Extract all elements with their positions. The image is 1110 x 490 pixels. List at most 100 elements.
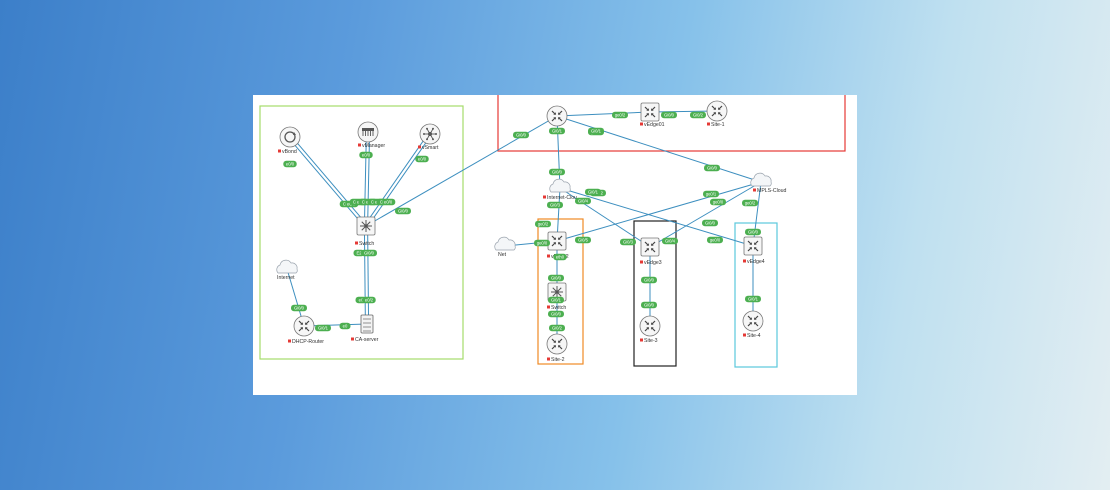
interface-label: C e0/0 [343,202,356,207]
node-site1[interactable]: Site-1 [706,100,728,128]
interface-badge[interactable]: Gi0/1 [548,296,564,304]
node-label: Site-4 [747,333,761,339]
status-indicator [278,149,281,153]
interface-badge[interactable]: Gi0/0 [291,304,307,312]
interface-badge[interactable]: Gi0/0 [641,301,657,309]
link-inetcloud-vedge4[interactable] [559,187,754,247]
interface-label: ge0/2 [538,222,549,227]
vmanager-icon [357,121,379,143]
link-dhcp-ca[interactable] [303,323,368,327]
interface-badge[interactable]: ge0/0 [707,236,723,244]
interface-badge[interactable]: ge0/1 [703,190,719,198]
interface-label: eth0 [556,255,565,260]
interface-label: Gi0/1 [591,129,602,134]
interface-label: Gi0/0 [294,306,305,311]
status-indicator [743,333,746,337]
node-vedge01[interactable]: vEdge01 [640,102,665,128]
link-inetcloud-vedge3[interactable] [559,187,651,248]
link-mpls-vedge2[interactable] [556,181,762,242]
interface-label: Gi0/0 [748,230,759,235]
link-mpls-vedge4[interactable] [752,181,762,247]
interface-badge[interactable]: ge0/2 [535,220,551,228]
node-internet[interactable]: Internet [276,259,298,281]
interface-badge[interactable]: Gi0/1 [745,295,761,303]
interface-badge[interactable]: Gi0/5 [575,236,591,244]
interface-badge[interactable]: Gi0/0 [395,207,411,215]
interface-badge[interactable]: Gi0/0 [361,249,377,257]
node-switch1[interactable]: Switch [355,216,376,247]
node-vbond[interactable]: vBond [278,126,301,155]
link-switch1-ca[interactable] [367,225,370,324]
node-site4[interactable]: Site-4 [742,310,764,339]
status-indicator [351,337,354,341]
link-hq-inetcloud[interactable] [556,115,561,189]
interface-badge[interactable]: Gi0/3 [547,201,563,209]
link-switch1-ca[interactable] [363,226,366,325]
interface-badge[interactable]: Gi0/1 [315,324,331,332]
node-net[interactable]: Net [494,236,516,258]
interface-badge[interactable]: Gi0/0 [745,228,761,236]
node-vsmart[interactable]: vSmart [418,123,441,151]
node-inetcloud[interactable]: Internet-Clou [543,178,577,201]
interface-badge[interactable]: ge0/2 [612,111,628,119]
link-vmanager-switch1[interactable] [367,132,371,227]
link-vmanager-switch1[interactable] [363,131,367,226]
interface-badge[interactable]: Gi0/0 [641,276,657,284]
link-vbond-switch1[interactable] [290,135,368,226]
link-vedge01-site1[interactable] [649,110,718,113]
interface-badge[interactable]: Gi0/1 [588,127,604,135]
interface-badge[interactable]: Gi0/2 [549,324,565,332]
node-switch2[interactable]: Switch [547,282,567,311]
interface-badge[interactable]: Gi0/4 [662,237,678,245]
node-vedge4[interactable]: vEdge4 [743,236,765,265]
interface-badge[interactable]: C e0/0 [376,198,396,206]
server-icon [360,314,374,334]
interface-badge[interactable]: ge0/2 [742,199,758,207]
node-label: Internet [277,275,295,281]
link-hq-vedge01[interactable] [556,111,651,117]
interface-badge[interactable]: Gi0/0 [513,131,529,139]
interface-badge[interactable]: ge0/0 [534,239,550,247]
interface-badge[interactable]: Gi0/0 [549,168,565,176]
link-vbond-switch1[interactable] [288,137,366,228]
node-label: MPLS-Cloud [757,188,787,194]
node-vedge3[interactable]: vEdge3 [640,237,662,266]
interface-badge[interactable]: Gi0/0 [702,219,718,227]
interface-badge[interactable]: e0/0 [283,160,297,168]
router-icon [706,100,728,122]
interface-badge[interactable]: e0 [339,322,351,330]
interface-badge[interactable]: Gi0/2 [690,111,706,119]
interface-badge[interactable]: e0/2 [362,296,376,304]
interface-badge[interactable]: Gi0/0 [548,274,564,282]
node-site3[interactable]: Site-3 [639,315,661,344]
node-site2[interactable]: Site-2 [546,333,568,363]
interface-badge[interactable]: Gi0/0 [661,111,677,119]
interfaces-layer: e0/0e0/0e0/0C e0/0C e0/0C e0/0C e0/0C e0… [283,111,761,332]
interface-label: e0/0 [418,157,427,162]
interface-label: Gi0/5 [578,238,589,243]
interface-badge[interactable]: e0/0 [415,155,429,163]
node-dhcp[interactable]: DHCP-Router [288,315,324,345]
status-indicator [543,195,546,199]
link-vsmart-switch1[interactable] [366,134,432,228]
link-hq-mpls[interactable] [556,115,762,183]
interface-badge[interactable]: Gi0/1 [549,127,565,135]
site3-group-box [633,220,677,367]
status-indicator [640,122,643,126]
node-vmanager[interactable]: vManager [357,121,385,149]
interface-badge[interactable]: eth0 [553,253,567,261]
interface-badge[interactable]: Gi0/0 [548,310,564,318]
interface-badge[interactable]: Gi0/1 [585,188,601,196]
interface-label: e0/0 [362,153,371,158]
interface-label: Gi0/3 [550,203,561,208]
node-ca[interactable]: CA-server [351,314,379,343]
interface-badge[interactable]: ge0/0 [710,198,726,206]
status-indicator [355,241,358,245]
link-switch1-hq[interactable] [365,115,558,227]
link-mpls-vedge3[interactable] [649,181,762,248]
interface-badge[interactable]: e0/0 [359,151,373,159]
interface-badge[interactable]: Gi0/0 [704,164,720,172]
node-mpls[interactable]: MPLS-Cloud [750,172,787,194]
interface-badge[interactable]: Gi0/4 [575,197,591,205]
interface-badge[interactable]: Gi0/3 [620,238,636,246]
